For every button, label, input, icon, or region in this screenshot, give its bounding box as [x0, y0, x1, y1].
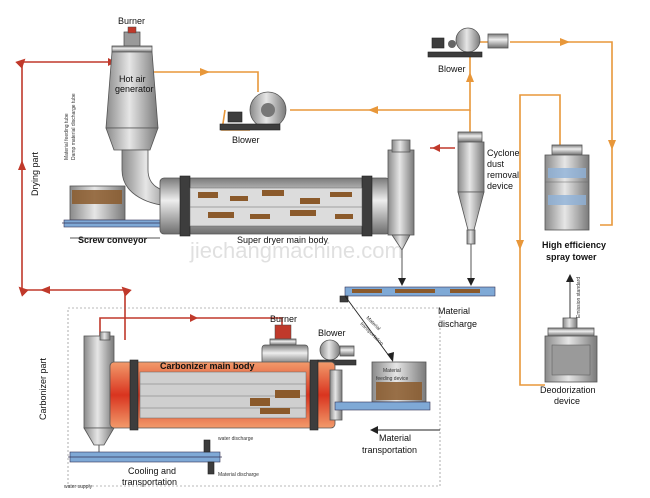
drying-part-label: Drying part	[30, 151, 40, 196]
blower-top-right-label: Blower	[438, 64, 466, 74]
hot-air-generator-label-1: Hot air	[119, 74, 146, 84]
feeding-device-label-2: feeding device	[376, 376, 408, 382]
feeding-tube-label: Material feeding tube	[64, 113, 70, 160]
cyclone-label-3: removal	[487, 170, 519, 180]
material-transportation-label-1: Material	[379, 433, 411, 443]
carbonizer-part-label: Carbonizer part	[38, 357, 48, 420]
screw-conveyor-drying	[62, 185, 176, 228]
dryer-outlet-box	[387, 149, 415, 236]
burner-top-unit	[123, 31, 141, 47]
blower-bottom	[317, 339, 357, 366]
watermark: jiechangmachine.com	[189, 238, 403, 263]
blower-middle-label: Blower	[232, 135, 260, 145]
super-dryer-label: Super dryer main body	[237, 235, 329, 245]
burner-bottom-label: Burner	[270, 314, 297, 324]
cooling-label-1: Cooling and	[128, 466, 176, 476]
cooling-conveyor	[68, 439, 222, 475]
material-discharge-label-1: Material	[438, 306, 470, 316]
water-supply-label: water supply	[64, 484, 93, 490]
material-discharge-screw	[339, 244, 496, 303]
emission-standard-label: Emission standard	[576, 277, 582, 318]
cyclone-label-4: device	[487, 181, 513, 191]
material-feeding-device	[334, 361, 431, 411]
cyclone-label-2: dust	[487, 159, 505, 169]
deodorization-label-1: Deodorization	[540, 385, 596, 395]
blower-middle	[219, 91, 287, 131]
blower-top-right	[427, 27, 509, 58]
material-transportation-label-2: transportation	[362, 445, 417, 455]
feeding-device-label-1: Material	[383, 368, 401, 374]
spray-tower-label-2: spray tower	[546, 252, 597, 262]
deodorization-label-2: device	[554, 396, 580, 406]
carbonizer-frame	[67, 307, 441, 487]
super-dryer-body	[159, 139, 415, 251]
cooling-label-2: transportation	[122, 477, 177, 487]
material-discharge-label-2: discharge	[438, 319, 477, 329]
spray-tower-label-1: High efficiency	[542, 240, 606, 250]
cyclone-label-1: Cyclone	[487, 148, 520, 158]
blower-bottom-label: Blower	[318, 328, 346, 338]
hot-air-generator-label-2: generator	[115, 84, 154, 94]
screw-conveyor-label: Screw conveyor	[78, 235, 148, 245]
carbonizer-body	[83, 331, 343, 446]
water-discharge-label: water discharge	[218, 436, 254, 442]
deodorization-device	[544, 317, 598, 383]
burner-bottom	[261, 324, 309, 366]
carbonizer-main-body-label: Carbonizer main body	[160, 361, 255, 371]
damp-discharge-label: Damp material discharge tube	[71, 93, 77, 160]
material-discharge-small-label: Material discharge	[218, 472, 259, 478]
cyclone-dust-removal	[457, 131, 485, 245]
spray-tower	[544, 144, 590, 231]
burner-top-label: Burner	[118, 16, 145, 26]
